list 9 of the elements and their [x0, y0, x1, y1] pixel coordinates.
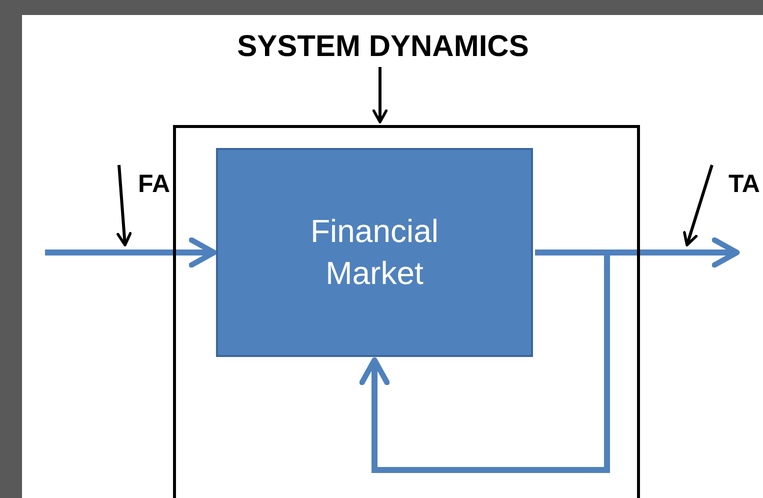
arrow — [372, 67, 388, 124]
input-label: FA — [130, 169, 170, 197]
process-box: Financial Market — [216, 148, 533, 357]
arrow — [683, 164, 714, 246]
arrow — [45, 237, 217, 268]
arrow — [116, 164, 132, 246]
system-boundary-box — [173, 125, 640, 498]
output-label: TA — [716, 169, 760, 197]
heading-text: SYSTEM DYNAMICS — [228, 29, 538, 65]
